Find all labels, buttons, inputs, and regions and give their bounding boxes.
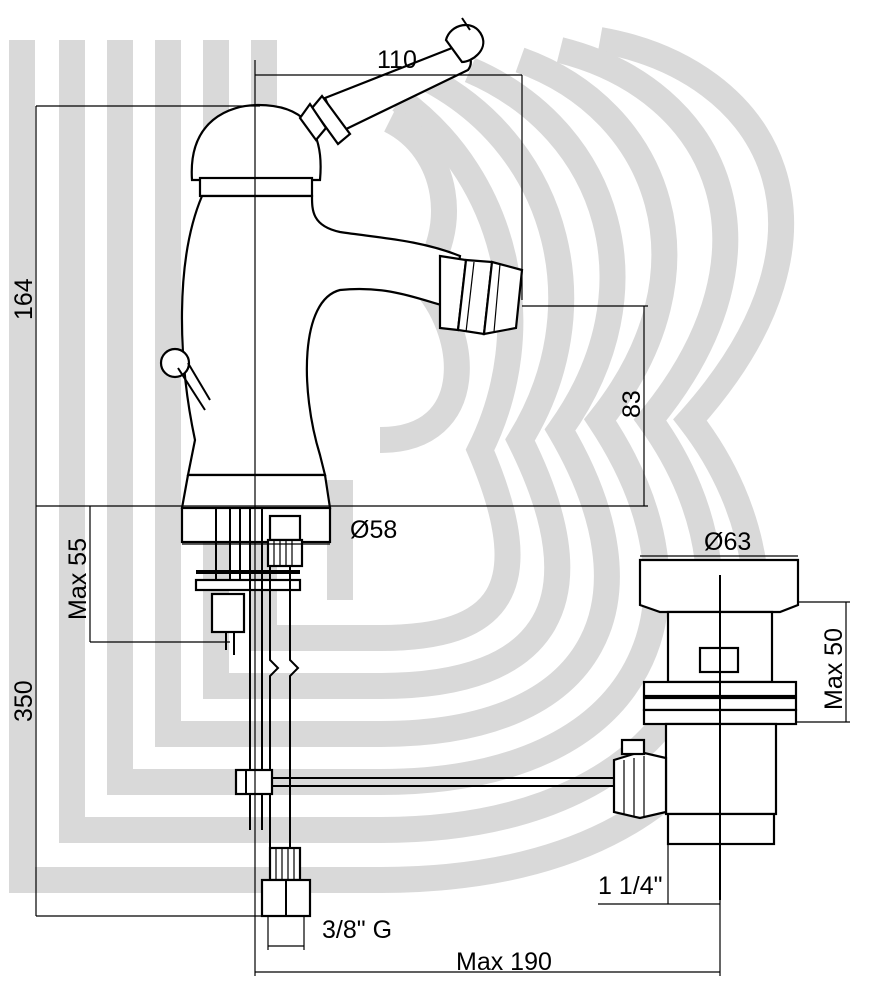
dim-label-164: 164: [10, 278, 38, 320]
dim-label-waste-thread: 1 1/4": [598, 872, 662, 900]
dimension-lines: [35, 60, 850, 976]
spout-nozzle: [438, 254, 524, 336]
dim-label-hose-thread: 3/8" G: [322, 916, 392, 944]
threaded-rod-nut: [210, 592, 246, 634]
popup-lever-knob: [159, 347, 191, 379]
dim-label-350: 350: [10, 680, 38, 722]
dim-label-83: 83: [618, 390, 646, 418]
dim-label-waste-diameter: Ø63: [704, 528, 751, 556]
base-plate: [180, 506, 332, 544]
popup-lever-rod: [177, 367, 206, 411]
dim-label-deck-thickness: Max 55: [64, 538, 92, 620]
under-deck-fittings: [194, 508, 620, 918]
dim-label-waste-height: Max 50: [820, 628, 848, 710]
dim-label-110: 110: [377, 46, 417, 74]
mixer-dome: [190, 103, 322, 182]
mixer-base: [180, 473, 332, 510]
pop-up-waste: [612, 558, 800, 900]
dim-label-overall-depth: Max 190: [456, 948, 552, 976]
dim-label-base-diameter: Ø58: [350, 516, 397, 544]
dome-collar: [198, 176, 314, 198]
mixer-body: [159, 103, 462, 544]
handle-lever: [298, 17, 485, 146]
handle-knob: [444, 24, 485, 64]
